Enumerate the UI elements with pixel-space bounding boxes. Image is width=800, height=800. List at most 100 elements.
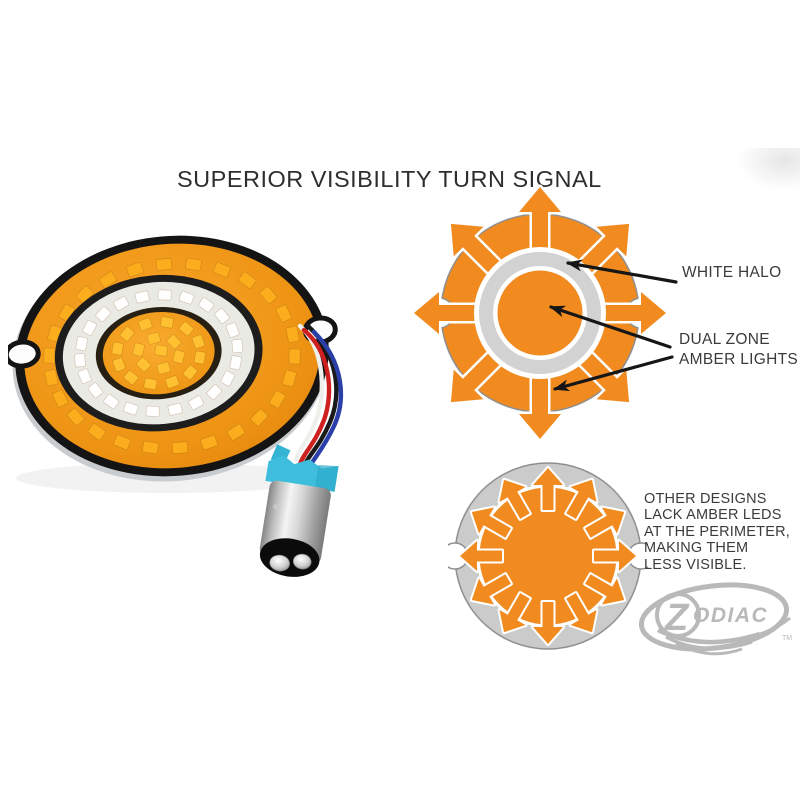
- led-chip: [167, 402, 183, 416]
- collar-shade: [314, 464, 339, 492]
- arrow: [519, 187, 561, 257]
- logo-tm: TM: [782, 635, 792, 642]
- led-chip: [250, 408, 269, 427]
- led-chip: [282, 369, 297, 388]
- led-chip: [231, 338, 244, 354]
- led-chip: [156, 361, 171, 375]
- led-chip: [193, 350, 206, 365]
- arrow: [414, 292, 484, 334]
- led-chip: [154, 344, 169, 357]
- outer-amber-led-ring: [43, 257, 301, 455]
- zodiac-logo: Z ODIAC TM: [638, 582, 792, 656]
- led-chip: [198, 297, 215, 313]
- led-chip: [52, 389, 69, 408]
- led-chip: [136, 357, 152, 373]
- arrow: [471, 574, 511, 605]
- logo-letter-z: Z: [664, 597, 690, 639]
- arrow: [585, 507, 625, 538]
- led-chip: [166, 334, 182, 350]
- led-chip: [157, 289, 172, 301]
- led-chip: [95, 306, 112, 323]
- photo-artifact-smudge: [738, 148, 800, 190]
- arrow: [450, 223, 507, 280]
- caption-line: OTHER DESIGNS: [644, 491, 767, 507]
- led-chip: [275, 304, 292, 323]
- led-chip: [188, 395, 205, 411]
- logo-swoosh-1: [656, 627, 761, 645]
- led-chip: [171, 441, 189, 455]
- led-chip: [143, 377, 158, 390]
- arrow: [533, 468, 563, 510]
- led-chip: [75, 336, 88, 352]
- led-chip: [288, 348, 301, 365]
- led-board: [8, 235, 338, 482]
- arrow: [594, 541, 636, 571]
- center-amber-zone: [497, 270, 583, 356]
- led-chip: [269, 390, 286, 409]
- led-chip: [191, 334, 206, 349]
- logo-word-rest: ODIAC: [693, 604, 768, 627]
- led-chip: [82, 319, 97, 336]
- led-chip: [87, 423, 106, 441]
- led-chip: [259, 286, 278, 305]
- led-chip: [74, 353, 86, 368]
- led-chip: [113, 434, 132, 451]
- left-notch: [8, 339, 41, 369]
- led-chip: [227, 423, 246, 441]
- arrow: [499, 479, 530, 519]
- led-chip: [155, 257, 173, 271]
- contact-pin-left: [269, 554, 290, 572]
- center-amber-leds-outer: [111, 316, 206, 390]
- led-chip: [43, 347, 56, 364]
- led-chip: [66, 407, 85, 426]
- contained-arrows: [458, 466, 638, 646]
- white-halo-led-ring: [74, 289, 244, 417]
- arrow: [585, 574, 625, 605]
- arrow: [533, 602, 563, 644]
- caption-line: LESS VISIBLE.: [644, 556, 747, 573]
- led-chip: [44, 369, 59, 387]
- caption-line: LACK AMBER LEDS: [644, 507, 782, 524]
- led-chip: [113, 296, 130, 311]
- led-chip: [178, 290, 195, 305]
- led-chip: [112, 357, 126, 372]
- inner-stack: [54, 274, 263, 432]
- arrow: [450, 346, 507, 403]
- label-dual-zone: DUAL ZONE AMBER LIGHTS: [679, 330, 798, 369]
- led-chip: [119, 326, 135, 342]
- wire-white: [293, 323, 324, 463]
- led-chip: [164, 375, 180, 389]
- led-chip: [212, 261, 231, 278]
- logo-frame: [638, 582, 791, 656]
- wire-blue: [305, 329, 344, 473]
- caption-line: MAKING THEM: [644, 540, 749, 557]
- led-chip: [225, 322, 240, 338]
- led-chip: [200, 434, 218, 450]
- page-title: SUPERIOR VISIBILITY TURN SIGNAL: [177, 166, 602, 192]
- dual-zone-diagram: [411, 184, 669, 442]
- led-chip: [214, 308, 230, 324]
- arrow: [499, 593, 530, 633]
- wire-red: [297, 327, 332, 467]
- led-chip: [103, 393, 120, 410]
- led-chip: [132, 342, 146, 357]
- arrow: [566, 593, 597, 633]
- contact-pin-right: [292, 553, 312, 570]
- led-chip: [185, 257, 202, 272]
- led-chip: [182, 364, 198, 380]
- led-chip: [98, 271, 117, 289]
- led-chip: [126, 262, 144, 278]
- led-chip: [123, 370, 139, 385]
- led-chip: [123, 401, 139, 416]
- led-chip: [229, 355, 242, 371]
- other-designs-diagram: [448, 462, 648, 650]
- led-chip: [220, 370, 236, 387]
- arrow: [566, 479, 597, 519]
- logo-swoosh-3: [675, 641, 743, 656]
- led-chip: [146, 331, 161, 345]
- led-chip: [134, 290, 150, 304]
- base-dimple: [273, 504, 278, 510]
- led-chip: [111, 341, 124, 356]
- label-white-halo: WHITE HALO: [682, 264, 782, 281]
